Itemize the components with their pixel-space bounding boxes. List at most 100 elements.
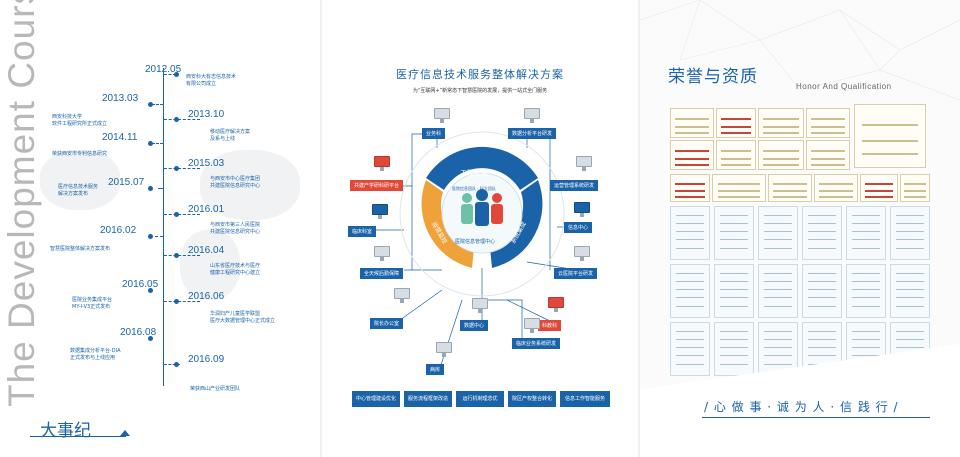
device-icon	[470, 298, 490, 314]
device-icon	[522, 108, 542, 124]
world-map-shape	[180, 230, 240, 300]
certificate-image	[806, 108, 850, 138]
network-background	[640, 0, 960, 101]
solution-node-label: 数据分析平台研发	[508, 128, 557, 139]
honors-panel: 荣誉与资质 Honor And Qualification / 心 做 事 · …	[640, 0, 960, 457]
certificate-image	[670, 140, 714, 170]
timeline-dot	[148, 336, 153, 341]
device-icon	[434, 342, 454, 358]
timeline-year: 2016.05	[122, 279, 159, 290]
device-icon	[572, 246, 592, 262]
inner-label-teams: 医院信息团队 · 科大团队	[452, 186, 496, 191]
timeline-event-text: 与西安市中心医疗集团共建医院信息研究中心	[210, 176, 260, 190]
timeline-connector	[150, 236, 163, 237]
certificate-image	[814, 174, 858, 202]
patent-certificate-image	[714, 264, 754, 318]
timeline-event-line: 解决方案发布	[58, 191, 89, 197]
solution-node-label: 数据中心	[460, 320, 489, 331]
certificate-image	[712, 174, 766, 202]
device-icon	[572, 202, 592, 218]
timeline-connector	[152, 104, 163, 105]
solution-node-label: 临床业务系统研发	[512, 338, 561, 349]
certificate-image	[670, 174, 710, 202]
service-bar-item: 院区产权整合转化	[508, 391, 556, 407]
solution-subtitle: 为“互联网+”新常态下智慧医院的发展，提供一站式全门服务	[412, 88, 548, 94]
slogan-underline	[702, 417, 930, 418]
ring-label-engineering: 工程实施	[460, 169, 488, 177]
timeline-axis	[163, 68, 164, 386]
timeline-connector	[158, 188, 163, 189]
timeline-event-line: 华润妇产儿童医学联盟	[210, 311, 261, 317]
timeline-event-line: 软件工程研究所正式成立	[52, 121, 108, 127]
timeline-year: 2014.11	[102, 132, 138, 143]
timeline-connector	[164, 364, 180, 365]
timeline-dot	[148, 186, 153, 191]
service-bar-item: 中心管理建设优化	[352, 391, 400, 407]
timeline-year: 2015.07	[108, 177, 145, 188]
timeline-event-line: 荣获西安市专利信息研究	[52, 151, 108, 157]
solution-node-label: 共建产学研科研平台	[350, 180, 404, 191]
solution-node-label: 院长办公室	[370, 318, 404, 329]
patent-certificate-image	[758, 322, 798, 376]
title-underline	[30, 436, 126, 437]
timeline-dot	[148, 141, 153, 146]
timeline-event-text: 移动医疗解决方案及系与上线	[210, 129, 250, 143]
timeline-event-text: 与西安市第三人民医院共建医院信息研究中心	[210, 222, 260, 236]
timeline-event-text: 荣获西山产业研发团队	[190, 386, 240, 393]
solution-node-label: 病房	[426, 364, 445, 375]
service-bar-item: 运行机制理念优	[456, 391, 504, 407]
solution-node-label: 云医院平台研发	[554, 268, 598, 279]
certificate-image	[758, 108, 804, 138]
patent-certificate-image	[890, 206, 930, 260]
timeline-event-line: 医疗大数据管理中心正式成立	[210, 318, 276, 324]
solution-diagram	[374, 131, 578, 369]
honors-title-en: Honor And Qualification	[796, 82, 892, 91]
timeline-event-line: 西安科大有志信息技术	[186, 74, 237, 80]
major-events-title: 大事纪	[40, 421, 91, 441]
patent-certificate-image	[758, 206, 798, 260]
timeline-event-line: 正式发布与上线应用	[70, 355, 116, 361]
service-bar-item: 信息工作智能服务	[560, 391, 610, 407]
timeline-event-line: 共建医院信息研究中心	[210, 183, 261, 189]
timeline-connector	[164, 119, 200, 120]
patent-certificate-image	[846, 264, 886, 318]
timeline-event-line: 共建医院信息研究中心	[210, 229, 261, 235]
device-icon	[432, 108, 452, 124]
world-map-shape	[200, 150, 300, 220]
timeline-event-text: 智慧医院整体解决方案发布	[50, 246, 110, 253]
timeline-connector	[164, 255, 200, 256]
device-icon	[574, 156, 594, 172]
service-bar-item: 服务流程框架改造	[404, 391, 452, 407]
timeline-event-text: 荣获西安市专利信息研究	[52, 151, 107, 158]
timeline-event-text: 医疗信息技术服务解决方案发布	[58, 184, 98, 198]
certificate-image	[806, 140, 850, 170]
timeline-dot	[174, 72, 179, 77]
timeline-event-line: 健康工程研究中心建立	[210, 270, 261, 276]
certificate-image	[854, 104, 926, 168]
timeline-year: 2013.10	[188, 109, 225, 120]
company-slogan: / 心 做 事 · 诚 为 人 · 信 践 行 /	[704, 400, 899, 414]
timeline-connector	[164, 301, 200, 302]
patent-certificate-image	[714, 206, 754, 260]
certificate-image	[670, 108, 714, 138]
patent-certificate-image	[890, 264, 930, 318]
timeline-event-line: 移动医疗解决方案	[210, 129, 251, 135]
team-people-icon	[461, 189, 503, 226]
device-icon	[372, 246, 392, 262]
timeline-event-line: 及系与上线	[210, 136, 236, 142]
timeline-event-line: 山东省医疗技术与医疗	[210, 263, 261, 269]
certificate-image	[900, 174, 930, 202]
patent-certificate-image	[714, 322, 754, 376]
patent-certificate-image	[802, 206, 842, 260]
patent-certificate-image	[670, 206, 710, 260]
timeline-event-line: 智慧医院整体解决方案发布	[50, 246, 111, 252]
certificate-image	[716, 108, 756, 138]
inner-label-center: 医院信息管理中心	[455, 239, 496, 245]
device-icon	[370, 204, 390, 220]
timeline-connector	[164, 168, 200, 169]
timeline-connector	[164, 74, 176, 75]
solution-panel: 医疗信息技术服务整体解决方案 为“互联网+”新常态下智慧医院的发展，提供一站式全…	[322, 0, 638, 457]
honors-title: 荣誉与资质	[668, 67, 758, 87]
